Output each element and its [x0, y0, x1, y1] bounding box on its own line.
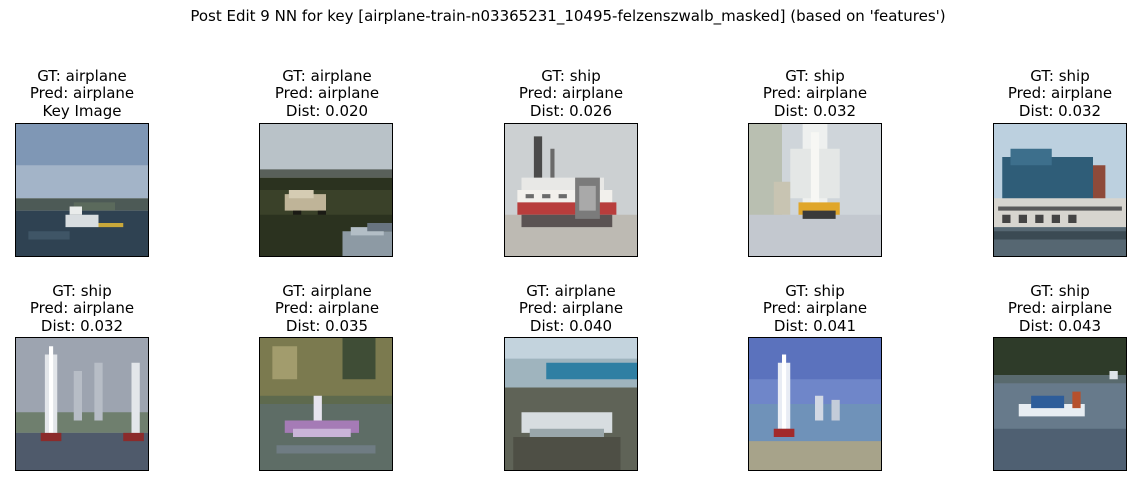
panel-caption: GT: ship Pred: airplane Dist: 0.032 — [940, 66, 1136, 121]
pred-label: Pred: airplane — [274, 84, 380, 102]
panel-caption: GT: airplane Pred: airplane Dist: 0.035 — [207, 281, 447, 336]
harbor-boat-thumbnail — [15, 123, 149, 257]
panel-caption: GT: airplane Pred: airplane Dist: 0.020 — [207, 66, 447, 121]
gt-label: GT: ship — [1030, 281, 1090, 300]
pred-label: Pred: airplane — [274, 299, 380, 317]
neighbor-panel: GT: airplane Pred: airplane Dist: 0.040 — [451, 279, 691, 335]
pred-label: Pred: airplane — [29, 299, 135, 317]
neighbor-panel: GT: airplane Pred: airplane Key Image — [0, 64, 202, 120]
gt-label: GT: ship — [785, 281, 845, 300]
info-label: Dist: 0.032 — [40, 316, 124, 335]
beached-boat-thumbnail — [504, 337, 638, 471]
waterfront-building-thumbnail — [993, 123, 1127, 257]
grass-field-vehicle-thumbnail — [259, 123, 393, 257]
panel-caption: GT: ship Pred: airplane Dist: 0.032 — [695, 66, 935, 121]
info-label: Dist: 0.041 — [773, 316, 857, 335]
info-label: Dist: 0.020 — [285, 101, 369, 120]
pred-label: Pred: airplane — [1007, 299, 1113, 317]
neighbor-panel: GT: ship Pred: airplane Dist: 0.032 — [695, 64, 935, 120]
figure-title: Post Edit 9 NN for key [airplane-train-n… — [190, 7, 946, 25]
info-label: Key Image — [42, 101, 122, 120]
panel-caption: GT: airplane Pred: airplane Key Image — [0, 66, 202, 121]
info-label: Dist: 0.032 — [773, 101, 857, 120]
pred-label: Pred: airplane — [29, 84, 135, 102]
neighbor-panel: GT: ship Pred: airplane Dist: 0.026 — [451, 64, 691, 120]
sailboats-thumbnail — [15, 337, 149, 471]
info-label: Dist: 0.040 — [529, 316, 613, 335]
info-label: Dist: 0.035 — [285, 316, 369, 335]
paddle-steamer-thumbnail — [504, 123, 638, 257]
pred-label: Pred: airplane — [1007, 84, 1113, 102]
neighbor-panel: GT: airplane Pred: airplane Dist: 0.020 — [207, 64, 447, 120]
gt-label: GT: ship — [785, 66, 845, 85]
pred-label: Pred: airplane — [762, 299, 868, 317]
sailboat-sea-thumbnail — [748, 337, 882, 471]
panel-caption: GT: ship Pred: airplane Dist: 0.032 — [0, 281, 202, 336]
neighbor-panel: GT: ship Pred: airplane Dist: 0.043 — [940, 279, 1136, 335]
neighbor-panel: GT: ship Pred: airplane Dist: 0.041 — [695, 279, 935, 335]
panel-caption: GT: ship Pred: airplane Dist: 0.043 — [940, 281, 1136, 336]
pred-label: Pred: airplane — [518, 299, 624, 317]
panel-caption: GT: ship Pred: airplane Dist: 0.041 — [695, 281, 935, 336]
panel-caption: GT: ship Pred: airplane Dist: 0.026 — [451, 66, 691, 121]
gt-label: GT: ship — [52, 281, 112, 300]
gt-label: GT: airplane — [526, 281, 616, 300]
neighbor-panel: GT: airplane Pred: airplane Dist: 0.035 — [207, 279, 447, 335]
info-label: Dist: 0.032 — [1018, 101, 1102, 120]
panel-caption: GT: airplane Pred: airplane Dist: 0.040 — [451, 281, 691, 336]
seaplane-lake-thumbnail — [259, 337, 393, 471]
gt-label: GT: airplane — [37, 66, 127, 85]
neighbor-panel: GT: ship Pred: airplane Dist: 0.032 — [0, 279, 202, 335]
gt-label: GT: ship — [541, 66, 601, 85]
motorboat-lake-thumbnail — [993, 337, 1127, 471]
neighbor-panel: GT: ship Pred: airplane Dist: 0.032 — [940, 64, 1136, 120]
pred-label: Pred: airplane — [518, 84, 624, 102]
gt-label: GT: ship — [1030, 66, 1090, 85]
speedboat-spray-thumbnail — [748, 123, 882, 257]
gt-label: GT: airplane — [282, 66, 372, 85]
info-label: Dist: 0.043 — [1018, 316, 1102, 335]
info-label: Dist: 0.026 — [529, 101, 613, 120]
gt-label: GT: airplane — [282, 281, 372, 300]
pred-label: Pred: airplane — [762, 84, 868, 102]
